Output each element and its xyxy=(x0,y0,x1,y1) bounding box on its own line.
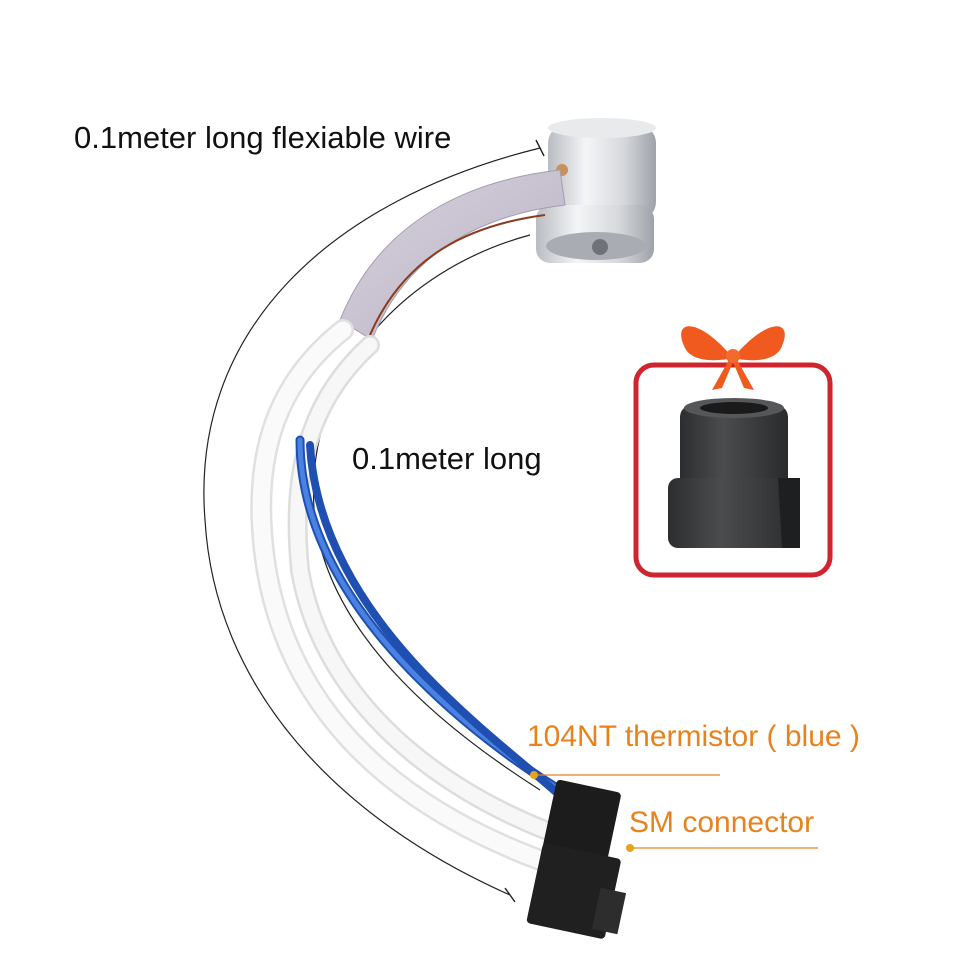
heater-head xyxy=(536,118,656,263)
gift-box xyxy=(633,326,833,578)
silicone-cap xyxy=(668,398,800,548)
inner-length-label: 0.1meter long xyxy=(352,441,542,476)
callout-thermistor xyxy=(530,771,720,779)
measure-arc-outer xyxy=(203,139,545,903)
silicone-sleeve xyxy=(339,169,566,341)
white-wires xyxy=(250,319,555,871)
thermistor-label: 104NT thermistor ( blue ) xyxy=(527,720,860,753)
gift-bow-icon xyxy=(681,326,785,390)
sm-connector xyxy=(526,779,627,939)
blue-thermistor-wires xyxy=(295,435,569,804)
callout-connector xyxy=(626,844,818,852)
wire-length-label: 0.1meter long flexiable wire xyxy=(74,120,452,155)
connector-label: SM connector xyxy=(629,806,815,839)
